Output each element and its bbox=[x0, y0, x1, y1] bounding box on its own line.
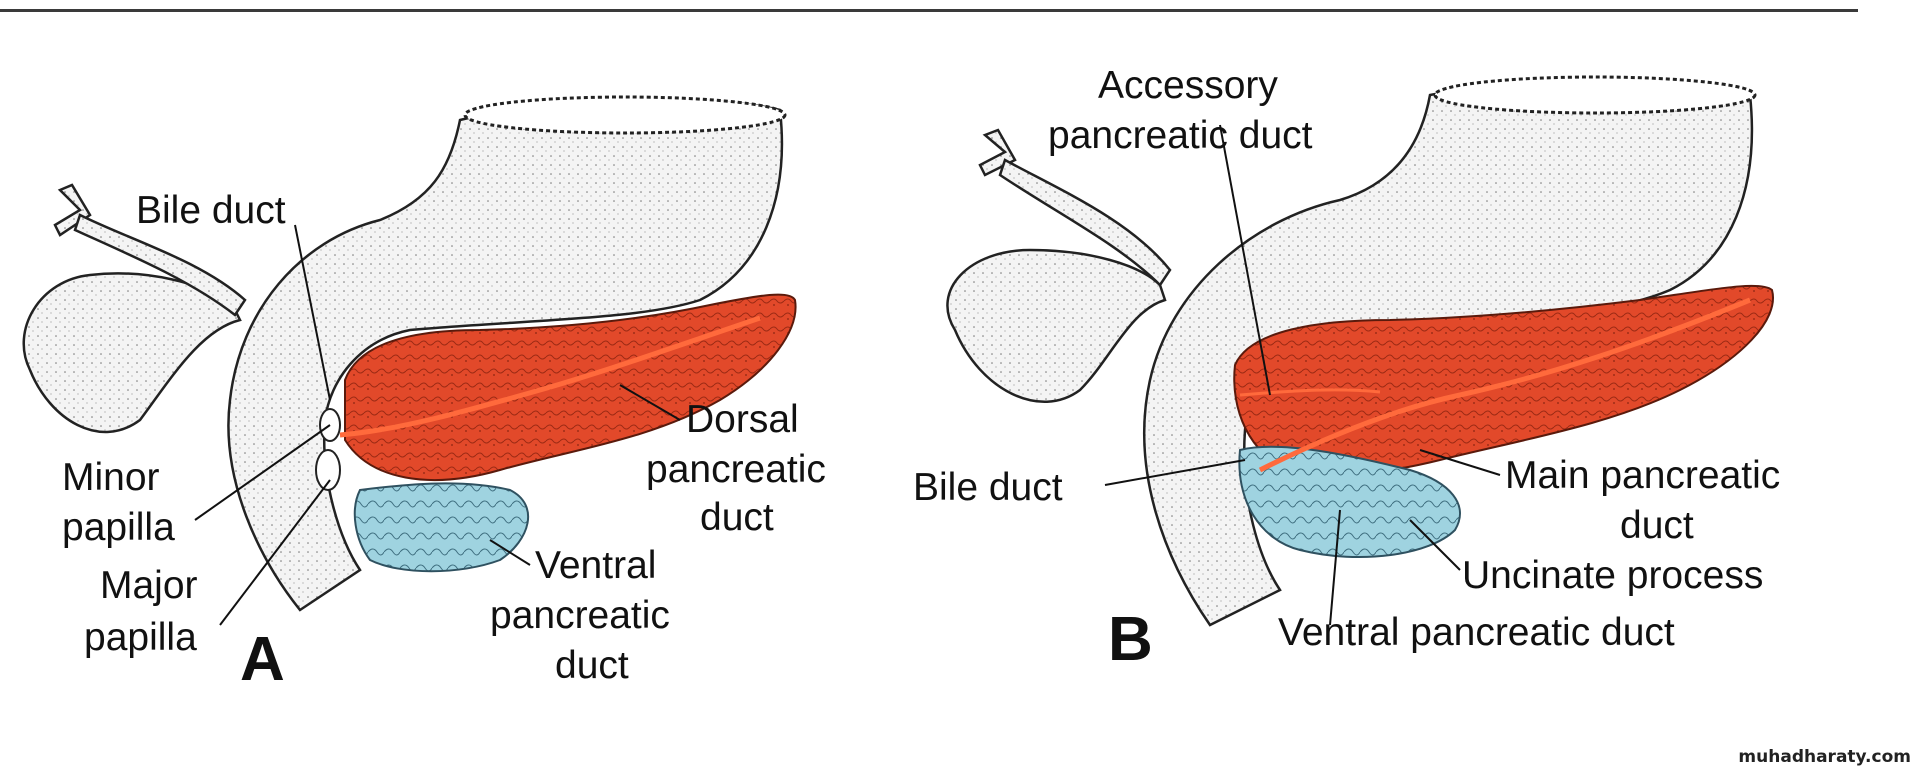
label-accessory-b-1: Accessory bbox=[1098, 64, 1278, 107]
label-ventral-b: Ventral pancreatic duct bbox=[1278, 611, 1675, 654]
label-accessory-b-2: pancreatic duct bbox=[1048, 114, 1313, 157]
label-minor-a-1: Minor bbox=[62, 456, 160, 499]
dorsal-duct-a bbox=[339, 315, 761, 438]
cystic-duct-a bbox=[73, 213, 247, 317]
label-main-b-2: duct bbox=[1620, 504, 1694, 547]
label-bile-duct-b: Bile duct bbox=[913, 466, 1063, 509]
duodenum-opening-a bbox=[463, 95, 787, 135]
duodenum-opening-b bbox=[1433, 75, 1757, 115]
cystic-duct-b bbox=[998, 158, 1172, 287]
panel-a: Bile duct Dorsal pancreatic duct Minor p… bbox=[22, 95, 826, 694]
watermark: muhadharaty.com bbox=[1738, 747, 1911, 767]
top-rule bbox=[0, 0, 1858, 12]
label-dorsal-a-1: Dorsal bbox=[686, 398, 799, 441]
major-papilla-a bbox=[315, 449, 341, 491]
main-duct-b bbox=[1258, 297, 1751, 473]
label-bile-duct-a: Bile duct bbox=[136, 189, 286, 232]
label-ventral-a-2: pancreatic bbox=[490, 594, 670, 637]
accessory-duct-b bbox=[1239, 388, 1381, 397]
gallbladder-b bbox=[946, 248, 1167, 403]
panel-b: Accessory pancreatic duct Bile duct Main… bbox=[913, 64, 1780, 674]
label-ventral-a-3: duct bbox=[555, 644, 629, 687]
ventral-pancreas-b bbox=[1238, 445, 1461, 559]
hepatic-duct-a bbox=[53, 183, 92, 237]
duodenum-a bbox=[227, 98, 784, 612]
label-major-a-2: papilla bbox=[84, 616, 197, 659]
label-ventral-a-1: Ventral bbox=[535, 544, 656, 587]
label-main-b-1: Main pancreatic bbox=[1505, 454, 1780, 497]
label-uncinate-b: Uncinate process bbox=[1462, 554, 1763, 597]
label-dorsal-a-3: duct bbox=[700, 496, 774, 539]
label-dorsal-a-2: pancreatic bbox=[646, 448, 826, 491]
panel-letter-b: B bbox=[1108, 605, 1153, 674]
ventral-pancreas-a bbox=[353, 482, 529, 573]
label-major-a-1: Major bbox=[100, 564, 198, 607]
dorsal-pancreas-a bbox=[344, 293, 797, 481]
panel-letter-a: A bbox=[240, 625, 285, 694]
label-minor-a-2: papilla bbox=[62, 506, 175, 549]
